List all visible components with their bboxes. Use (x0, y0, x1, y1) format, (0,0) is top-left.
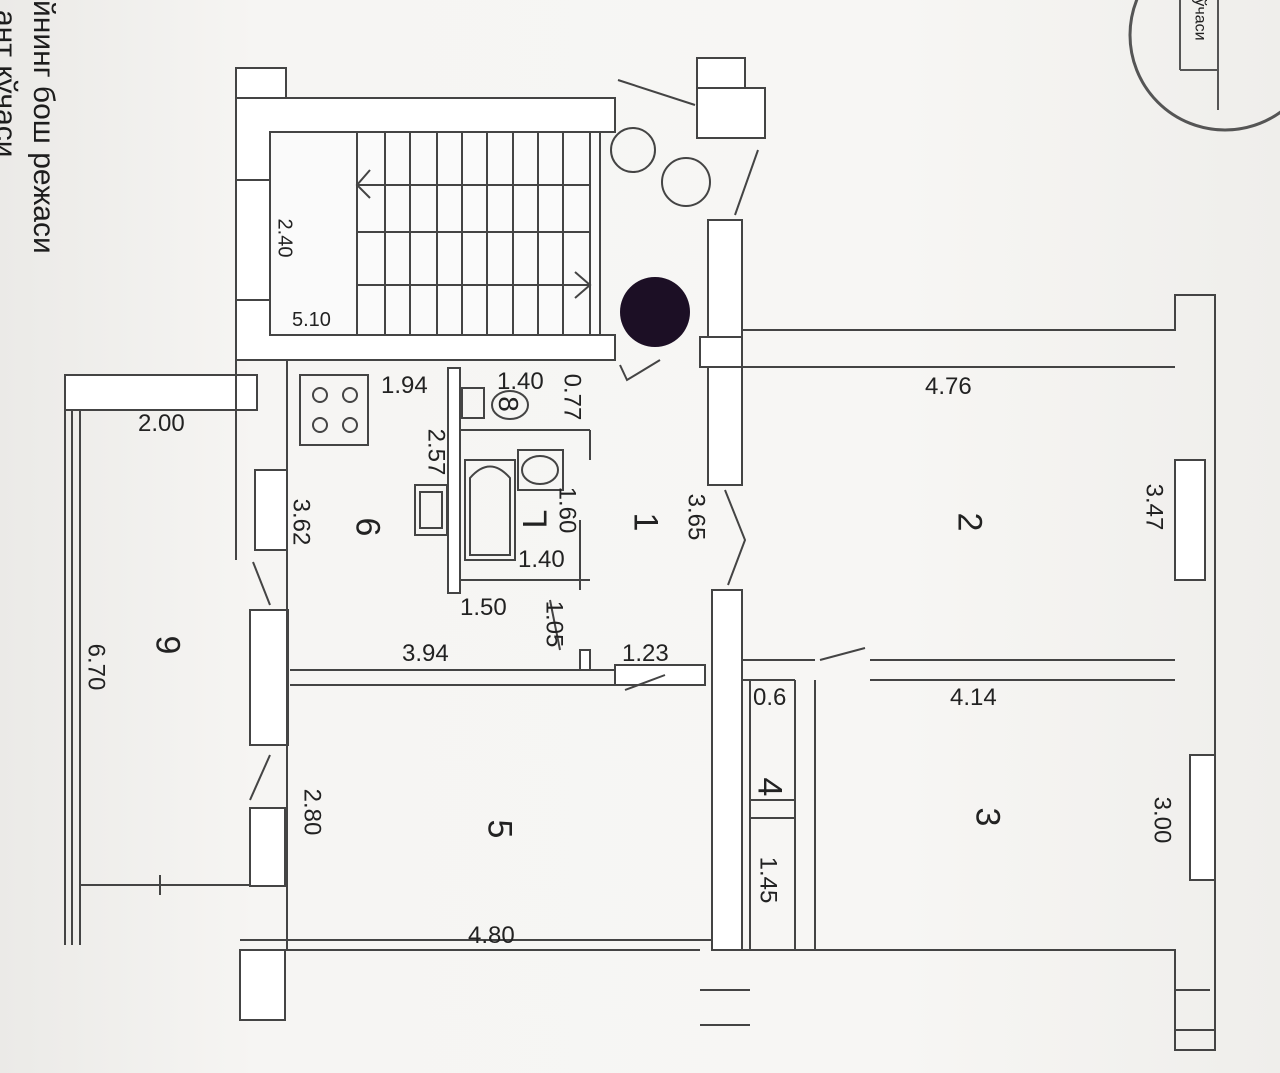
dim-bath-depth: 1.60 (553, 486, 581, 534)
room-number-3: 3 (968, 807, 1007, 827)
dim-kitchen-length: 3.62 (287, 498, 315, 546)
dim-bath-length: 2.57 (422, 428, 450, 476)
staircase (269, 131, 601, 336)
room-number-1: 1 (626, 512, 665, 532)
room-number-5: 5 (480, 819, 519, 839)
washbasin (517, 449, 564, 491)
room-number-2: 2 (950, 512, 989, 532)
bathtub (464, 459, 516, 561)
stove (299, 374, 369, 446)
toilet (461, 387, 529, 420)
dim-stair-width: 2.40 (273, 218, 296, 258)
dim-room3-length: 3.00 (1148, 796, 1176, 844)
room-number-9: 9 (148, 635, 187, 655)
dim-balcony-length: 6.70 (82, 643, 110, 691)
dim-hall-width: 1.50 (460, 594, 507, 621)
room-number-6: 6 (348, 517, 387, 537)
stamp-street-label: кўчаси (1191, 0, 1209, 41)
dim-room5-width: 4.80 (468, 922, 515, 949)
dim-room3-width: 4.14 (950, 684, 997, 711)
dim-kitchen-width: 1.94 (381, 372, 428, 399)
room-number-4: 4 (750, 777, 789, 797)
dim-toilet-door: 0.77 (558, 373, 586, 421)
dim-hall-length: 3.65 (682, 493, 710, 541)
dim-stair-length: 5.10 (292, 309, 331, 331)
room-number-8: 8 (492, 396, 524, 412)
dim-hall-door: 1.05 (540, 600, 568, 648)
dim-balcony-width: 2.00 (138, 410, 185, 437)
dim-room2-width: 4.76 (925, 373, 972, 400)
dim-corridor-door: 1.23 (622, 640, 669, 667)
dim-toilet-width: 1.40 (497, 368, 544, 395)
dim-room5-window: 2.80 (298, 788, 326, 836)
redaction-dot (620, 277, 690, 347)
dim-corridor-width: 3.94 (402, 640, 449, 667)
dim-bath-width: 1.40 (518, 546, 565, 573)
dim-room2-length: 3.47 (1140, 483, 1168, 531)
room-number-7: L (516, 509, 555, 529)
dim-closet-width: 0.6 (753, 684, 787, 711)
kitchen-sink (414, 484, 448, 536)
stamp-circle (1128, 0, 1280, 132)
dim-closet-length: 1.45 (754, 856, 782, 904)
